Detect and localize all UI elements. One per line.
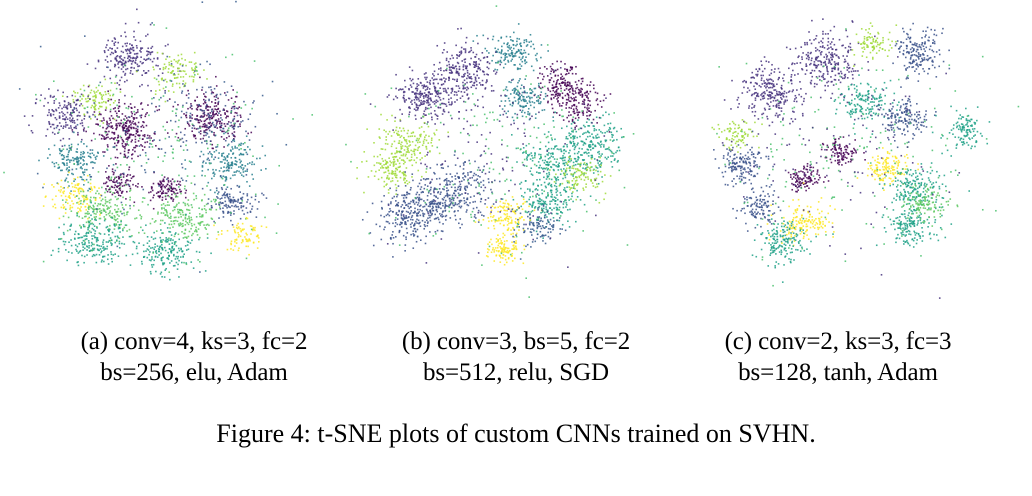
subfigure-a <box>0 0 344 300</box>
subfigure-c <box>688 0 1032 300</box>
subcaption-b-line1: (b) conv=3, bs=5, fc=2 <box>401 328 631 355</box>
subcaption-line-one: (a) conv=4, ks=3, fc=2 (b) conv=3, bs=5, … <box>0 327 1032 356</box>
subfigure-b <box>344 0 688 300</box>
figure-caption: Figure 4: t-SNE plots of custom CNNs tra… <box>216 419 816 448</box>
tsne-scatter-plot-c <box>688 0 1032 300</box>
subcaption-c-line1: (c) conv=2, ks=3, fc=3 <box>724 328 952 355</box>
tsne-scatter-plot-a <box>0 0 344 300</box>
subcaption-b-line2: bs=512, relu, SGD <box>422 359 609 386</box>
tsne-scatter-plot-b <box>344 0 688 300</box>
subcaption-a-line2: bs=256, elu, Adam <box>100 359 288 386</box>
subcaption-c-line2: bs=128, tanh, Adam <box>738 359 938 386</box>
subcaption-line-two: bs=256, elu, Adam bs=512, relu, SGD bs=128… <box>0 358 1032 387</box>
tsne-plot-row <box>0 0 1032 300</box>
subcaption-a-line1: (a) conv=4, ks=3, fc=2 <box>80 328 308 355</box>
